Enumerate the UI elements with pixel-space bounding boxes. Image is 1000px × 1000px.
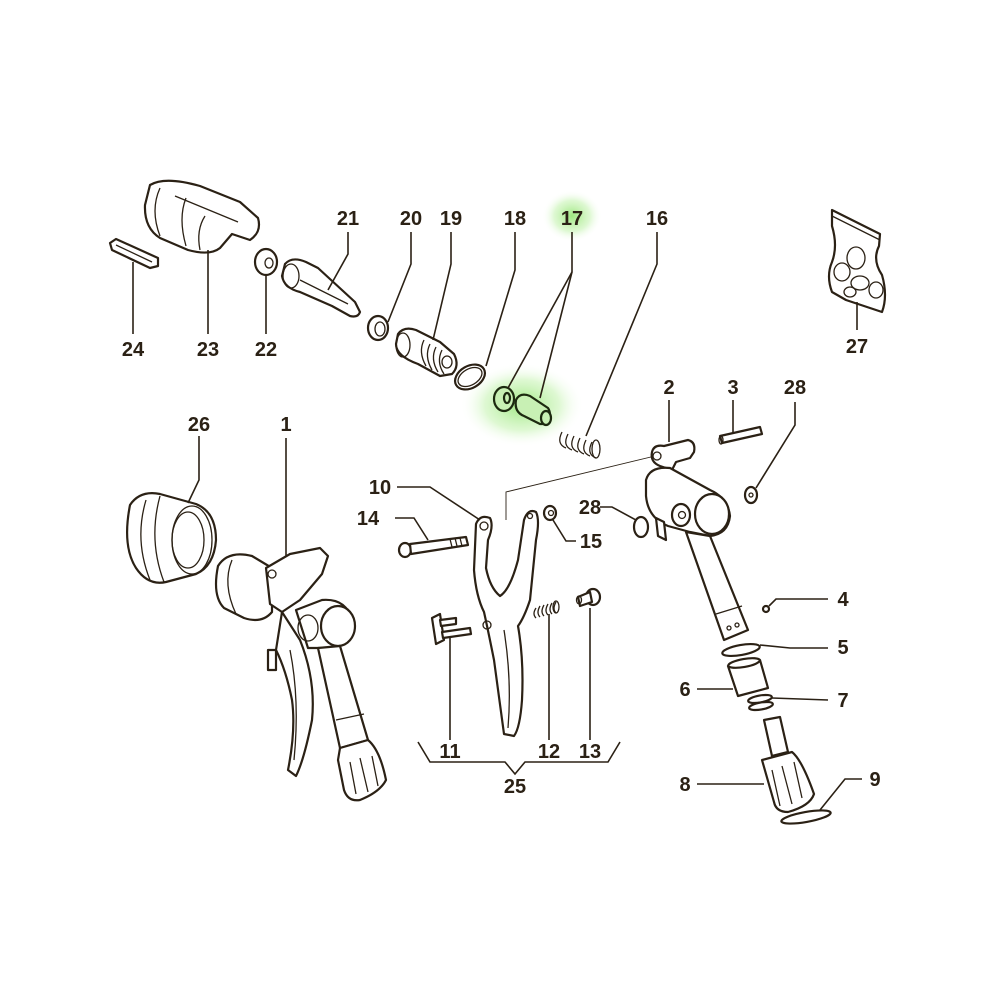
leader-14 [395,517,429,541]
label-17[interactable]: 17 [561,208,583,230]
part-6-sleeve[interactable] [726,656,770,698]
part-16-spring[interactable] [559,431,601,459]
part-24-clip[interactable] [108,237,160,270]
label-10[interactable]: 10 [369,477,391,499]
label-1[interactable]: 1 [280,414,291,436]
label-19[interactable]: 19 [440,208,462,230]
leader-4 [768,598,828,607]
leader-19 [432,232,452,341]
label-9[interactable]: 9 [869,769,880,791]
part-13-pin[interactable] [575,587,602,608]
part-4-ball[interactable] [761,604,771,614]
part-18-o-ring[interactable] [451,359,490,394]
leader-15 [552,519,576,542]
part-1-gun-body[interactable] [214,546,388,802]
part-27-seal-kit-bag[interactable] [827,208,887,314]
part-28-seal-left[interactable] [632,515,650,539]
label-4[interactable]: 4 [837,589,849,611]
leader-5 [759,644,828,649]
leader-17a [507,271,573,389]
leader-17b [539,232,573,399]
label-23[interactable]: 23 [197,339,219,361]
label-3[interactable]: 3 [727,377,738,399]
label-22[interactable]: 22 [255,339,277,361]
label-8[interactable]: 8 [679,774,690,796]
part-19-valve-housing[interactable] [394,327,458,378]
part-12-spring[interactable] [533,600,560,619]
part-10-trigger[interactable] [472,509,540,738]
label-26[interactable]: 26 [188,414,210,436]
label-28-left[interactable]: 28 [579,497,601,519]
part-26-boot[interactable] [126,492,218,584]
leader-21 [327,232,349,291]
part-5-o-ring[interactable] [721,642,761,658]
label-27[interactable]: 27 [846,336,868,358]
highlight-glow-label-17 [542,190,602,242]
part-14-bolt[interactable] [397,535,470,559]
leader-16 [585,232,658,437]
leader-9 [819,778,862,811]
leader-18 [485,232,516,367]
label-5[interactable]: 5 [837,637,848,659]
label-11[interactable]: 11 [439,741,460,763]
label-20[interactable]: 20 [400,208,422,230]
part-3-pin[interactable] [718,425,764,445]
label-12[interactable]: 12 [538,741,560,763]
part-20-washer[interactable] [366,314,390,342]
leader-10 [397,486,481,521]
label-13[interactable]: 13 [579,741,601,763]
label-14[interactable]: 14 [357,508,380,530]
leader-28-left [600,506,637,521]
bracket-25 [417,741,621,776]
label-25[interactable]: 25 [504,776,526,798]
alignment-line-trigger-valve [505,455,656,520]
part-17-valve-seat-plunger[interactable] [492,385,553,427]
part-21-stem[interactable] [280,258,362,318]
part-15-nut[interactable] [542,504,558,522]
part-23-nozzle-coupler[interactable] [143,179,261,254]
label-7[interactable]: 7 [837,690,848,712]
leader-20 [387,232,412,323]
label-6[interactable]: 6 [679,679,690,701]
label-16[interactable]: 16 [646,208,668,230]
leader-28-right [755,402,796,489]
part-28-washer-right[interactable] [743,485,759,505]
label-2[interactable]: 2 [663,377,674,399]
label-24[interactable]: 24 [122,339,145,361]
label-21[interactable]: 21 [337,208,359,230]
label-28-right[interactable]: 28 [784,377,806,399]
part-2-valve-body[interactable] [644,438,750,642]
part-7-o-rings[interactable] [747,693,774,712]
label-15[interactable]: 15 [580,531,602,553]
part-8-swivel-fitting[interactable] [760,715,816,814]
label-18[interactable]: 18 [504,208,526,230]
part-11-trigger-lock[interactable] [430,612,473,646]
leader-26 [187,436,200,504]
part-9-o-ring[interactable] [780,808,832,827]
leader-7 [771,697,829,701]
part-22-bushing[interactable] [253,247,279,277]
